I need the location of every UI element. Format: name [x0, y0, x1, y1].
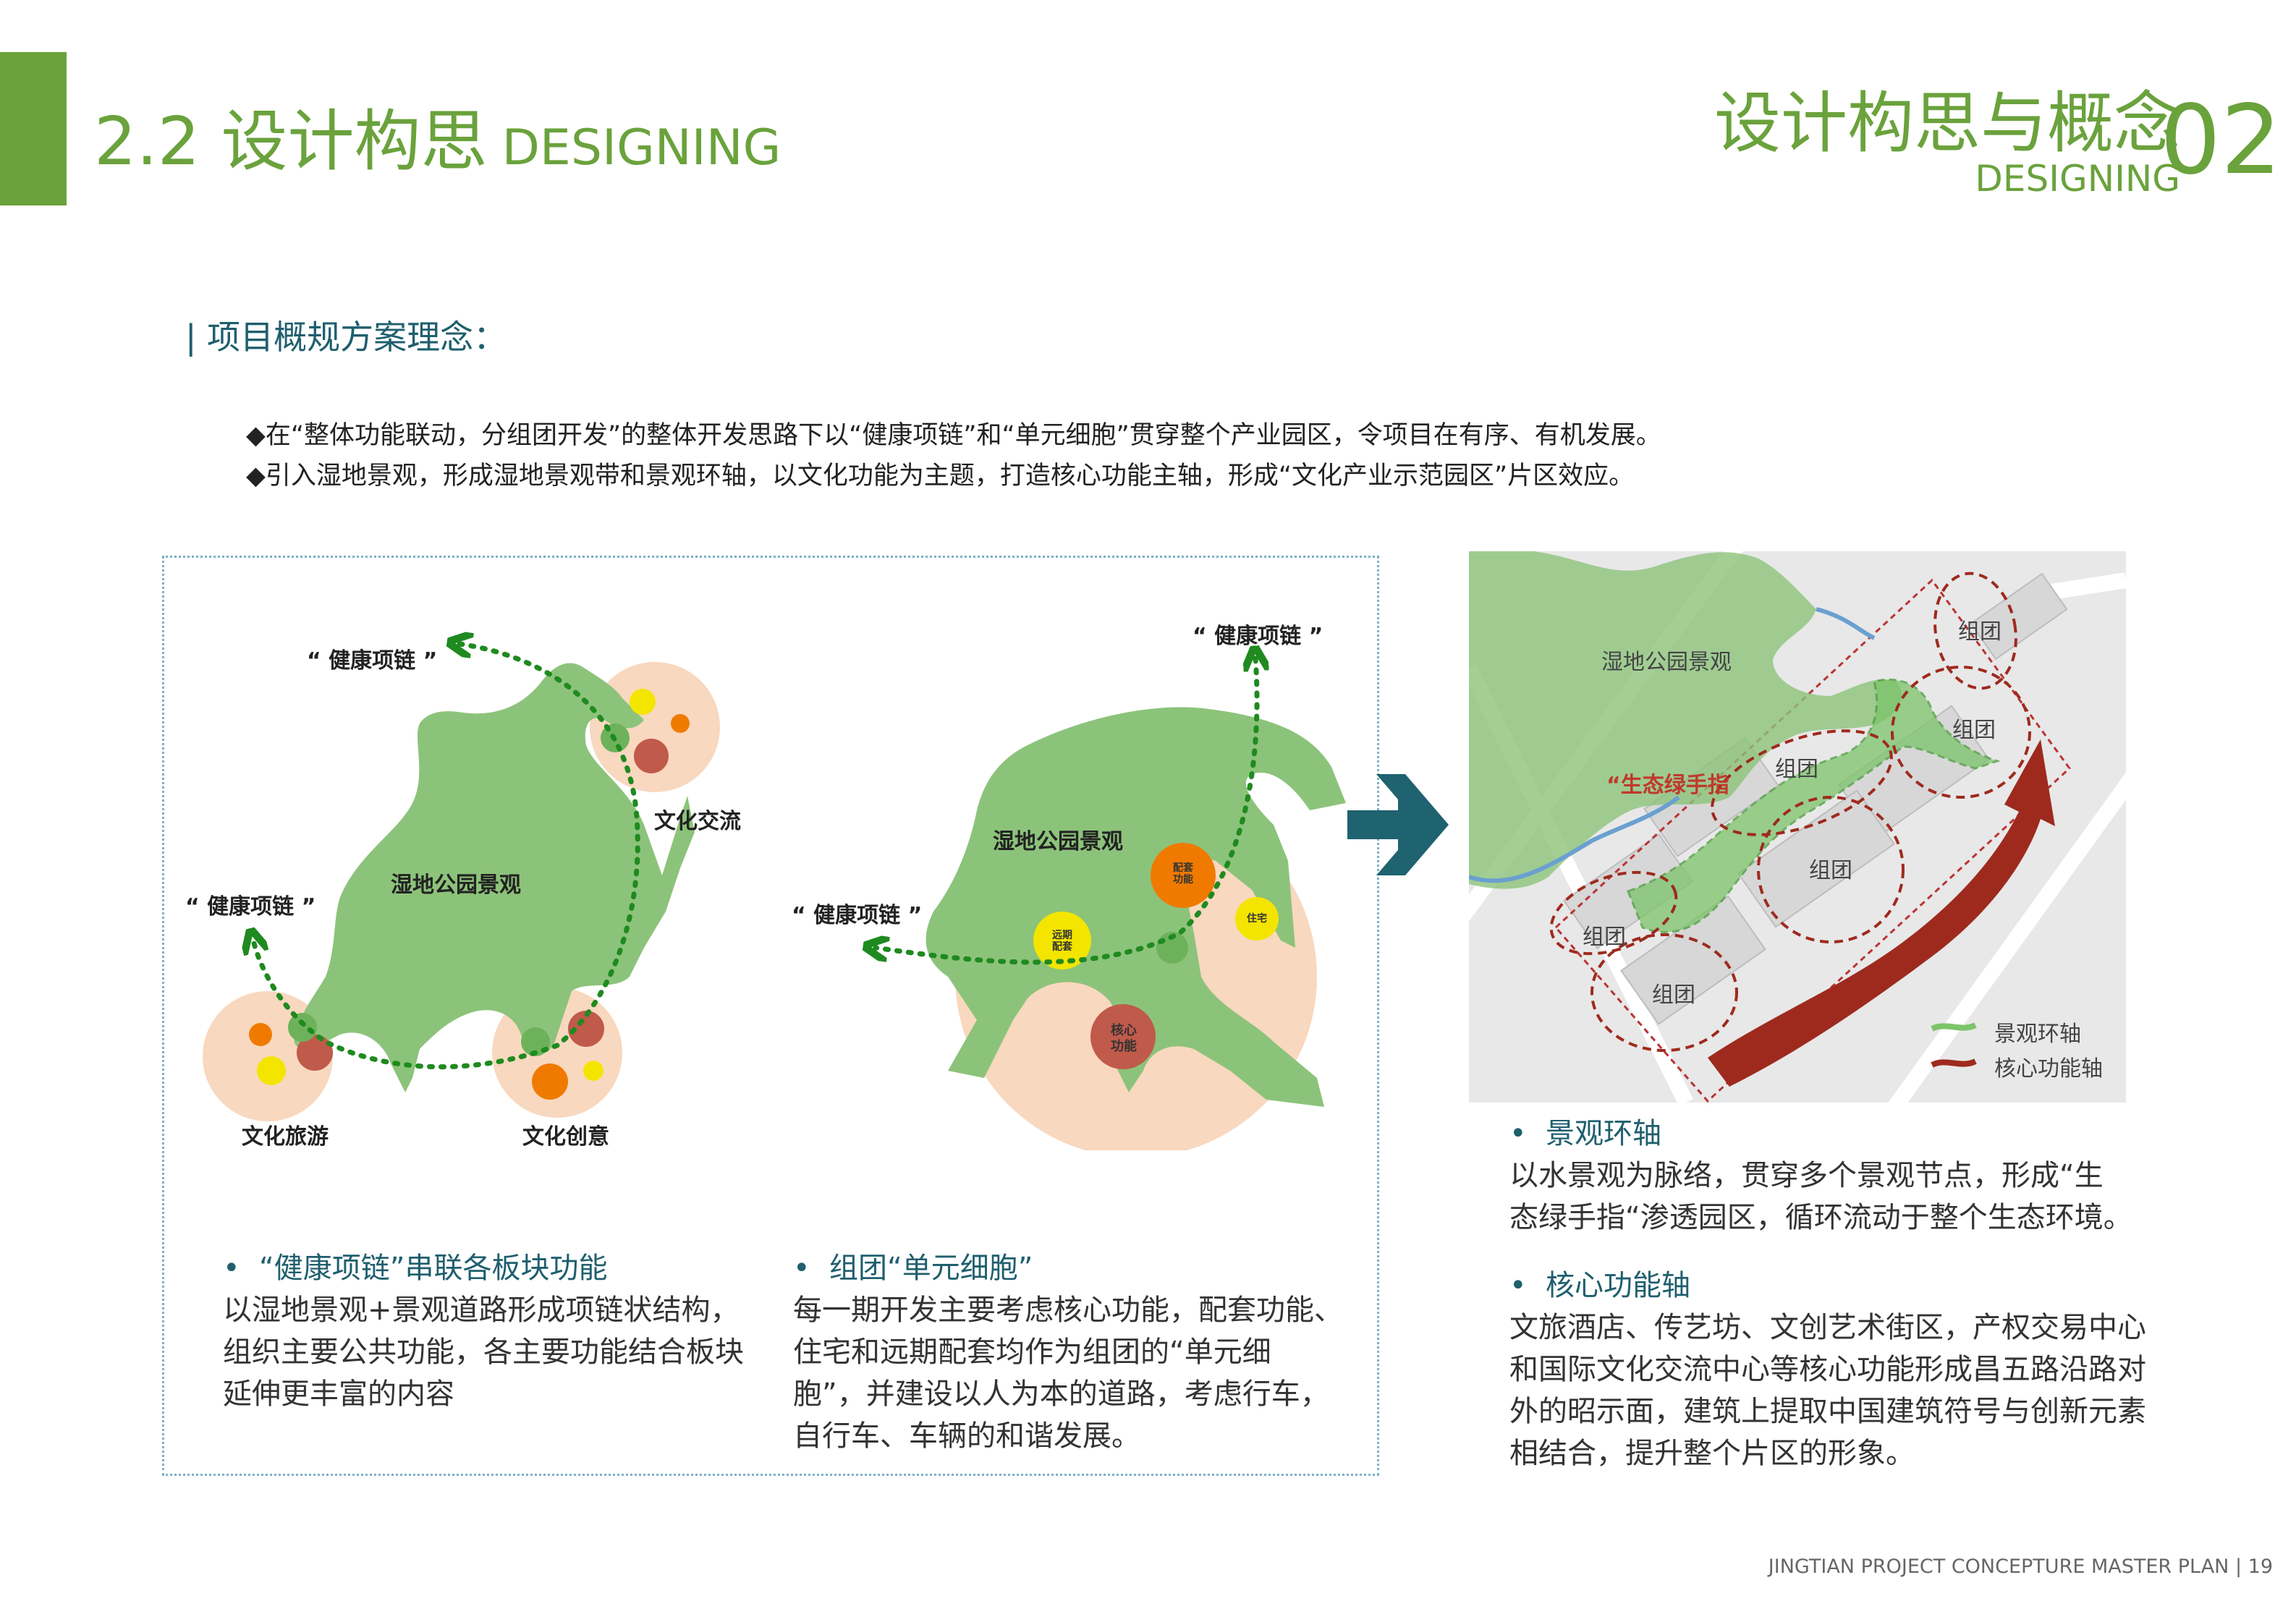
node-b	[288, 1013, 317, 1042]
d1-chain-label-top: “ 健康项链 ”	[307, 648, 438, 674]
d2-cell-support-label: 配套 功能	[1173, 862, 1193, 886]
cluster-c-dot-1	[568, 1011, 604, 1047]
desc-cell-line-4: 自行车、车辆的和谐发展。	[793, 1419, 1140, 1453]
d2-cell-res-label: 住宅	[1247, 913, 1267, 925]
concept-diagram-panel	[162, 556, 1379, 1476]
concept-bullets: ◆在“整体功能联动，分组团开发”的整体开发思路下以“健康项链”和“单元细胞”贯穿…	[246, 415, 1661, 496]
d1-chain-label-left: “ 健康项链 ”	[185, 894, 316, 920]
master-plan-map-drawing	[1469, 551, 2126, 1103]
header-accent-bar	[0, 52, 67, 205]
desc-cell-head: 组团“单元细胞”	[829, 1252, 1033, 1285]
legend-landscape-swatch	[1931, 1022, 1977, 1032]
cluster-a-dot-1	[630, 689, 656, 715]
cluster-b-dot-2	[257, 1056, 286, 1085]
desc-necklace-bullet: •	[223, 1252, 240, 1285]
chain-path-1	[253, 644, 640, 1070]
desc-necklace: • “健康项链”串联各板块功能 以湿地景观+景观道路形成项链状结构， 组织主要公共…	[223, 1247, 758, 1415]
concept-diagrams	[203, 572, 1346, 1150]
d1-cluster-c-label: 文化创意	[522, 1124, 609, 1150]
desc-necklace-line-2: 组织主要公共功能，各主要功能结合板块	[223, 1336, 744, 1369]
cluster-c-dot-2	[532, 1063, 568, 1100]
concept-subtitle: | 项目概规方案理念：	[185, 318, 507, 357]
desc-core-line-3: 外的昭示面，建筑上提取中国建筑符号与创新元素	[1509, 1395, 2146, 1428]
d1-cluster-a-label: 文化交流	[654, 809, 741, 834]
section-title-en: DESIGNING	[1975, 158, 2180, 200]
desc-necklace-head: “健康项链”串联各板块功能	[259, 1252, 608, 1285]
desc-cell-line-2: 住宅和远期配套均作为组团的“单元细	[793, 1336, 1271, 1369]
d2-chain-label-top: “ 健康项链 ”	[1193, 624, 1323, 649]
desc-cell: • 组团“单元细胞” 每一期开发主要考虑核心功能，配套功能、 住宅和远期配套均作为…	[793, 1247, 1372, 1457]
transition-arrow-icon	[1347, 774, 1449, 875]
landscape-axis	[1627, 678, 2001, 933]
map-wetland-area	[1469, 551, 1902, 889]
map-group-label-1: 组团	[1958, 619, 2001, 645]
master-plan-map	[1469, 551, 2126, 1103]
map-water	[1469, 607, 1876, 883]
desc-necklace-line-3: 延伸更丰富的内容	[223, 1377, 454, 1411]
d2-chain-label-left: “ 健康项链 ”	[792, 903, 923, 928]
concept-bullet-1: ◆在“整体功能联动，分组团开发”的整体开发思路下以“健康项链”和“单元细胞”贯穿…	[246, 421, 1661, 450]
d1-wetland-label: 湿地公园景观	[391, 872, 521, 898]
chain-path-2	[876, 658, 1257, 965]
desc-core-line-2: 和国际文化交流中心等核心功能形成昌五路沿路对	[1509, 1353, 2146, 1386]
desc-core-axis: • 核心功能轴 文旅酒店、传艺坊、文创艺术街区，产权交易中心 和国际文化交流中心等…	[1509, 1265, 2190, 1474]
desc-landscape-line-1: 以水景观为脉络，贯穿多个景观节点，形成“生	[1509, 1159, 2104, 1192]
cluster-b-dot-3	[297, 1035, 333, 1071]
page-title-cn: 2.2 设计构思	[94, 103, 488, 180]
desc-landscape-line-2: 态绿手指“渗透园区，循环流动于整个生态环境。	[1509, 1201, 2132, 1234]
legend-core-swatch	[1931, 1058, 1977, 1068]
desc-core-line-4: 相结合，提升整个片区的形象。	[1509, 1437, 1915, 1470]
section-title-cn: 设计构思与概念	[1713, 85, 2180, 162]
desc-landscape-bullet: •	[1509, 1117, 1527, 1150]
map-group-label-3: 组团	[1775, 757, 1818, 782]
diagram2	[876, 658, 1346, 1150]
cluster-b-dot-1	[249, 1023, 272, 1046]
page-footer: JINGTIAN PROJECT CONCEPTURE MASTER PLAN …	[1768, 1555, 2273, 1578]
core-function-axis	[1708, 739, 2055, 1087]
page-title-en: DESIGNING	[501, 119, 781, 177]
wetland-blob-1	[294, 663, 695, 1092]
cell-core	[1090, 1004, 1156, 1069]
d2-cell-far-label: 远期 配套	[1052, 930, 1072, 953]
map-group-label-2: 组团	[1952, 718, 1996, 743]
d1-cluster-b-label: 文化旅游	[242, 1124, 329, 1150]
map-group-label-6: 组团	[1652, 982, 1695, 1008]
diagram1	[203, 644, 720, 1121]
desc-cell-line-1: 每一期开发主要考虑核心功能，配套功能、	[793, 1294, 1343, 1327]
desc-cell-line-3: 胞”，并建设以人为本的道路，考虑行车，	[793, 1377, 1329, 1411]
desc-landscape-head: 景观环轴	[1546, 1117, 1661, 1150]
map-group-label-4: 组团	[1809, 858, 1852, 883]
cluster-a-dot-3	[634, 739, 669, 773]
legend-core-label: 核心功能轴	[1994, 1056, 2103, 1082]
d2-cell-core-label: 核心 功能	[1111, 1023, 1137, 1054]
section-number: 02	[2160, 85, 2282, 196]
desc-landscape-axis: • 景观环轴 以水景观为脉络，贯穿多个景观节点，形成“生 态绿手指“渗透园区，循环…	[1509, 1113, 2175, 1239]
map-group-label-5: 组团	[1583, 925, 1626, 950]
concept-bullet-2: ◆引入湿地景观，形成湿地景观带和景观环轴，以文化功能为主题，打造核心功能主轴，形…	[246, 462, 1635, 491]
cluster-c-dot-3	[583, 1061, 603, 1081]
group-boundaries	[1549, 572, 2031, 1052]
cluster-a-dot-2	[671, 714, 690, 733]
legend-landscape-label: 景观环轴	[1994, 1022, 2081, 1047]
desc-core-head: 核心功能轴	[1546, 1269, 1690, 1302]
d2-wetland-label: 湿地公园景观	[993, 829, 1123, 854]
map-wetland-label: 湿地公园景观	[1601, 650, 1732, 675]
desc-cell-bullet: •	[793, 1252, 810, 1285]
map-finger-label: “生态绿手指	[1606, 773, 1729, 798]
desc-core-line-1: 文旅酒店、传艺坊、文创艺术街区，产权交易中心	[1509, 1311, 2146, 1344]
desc-necklace-line-1: 以湿地景观+景观道路形成项链状结构，	[223, 1294, 740, 1327]
site-boundary	[1554, 578, 2072, 1103]
desc-core-bullet: •	[1509, 1269, 1527, 1302]
